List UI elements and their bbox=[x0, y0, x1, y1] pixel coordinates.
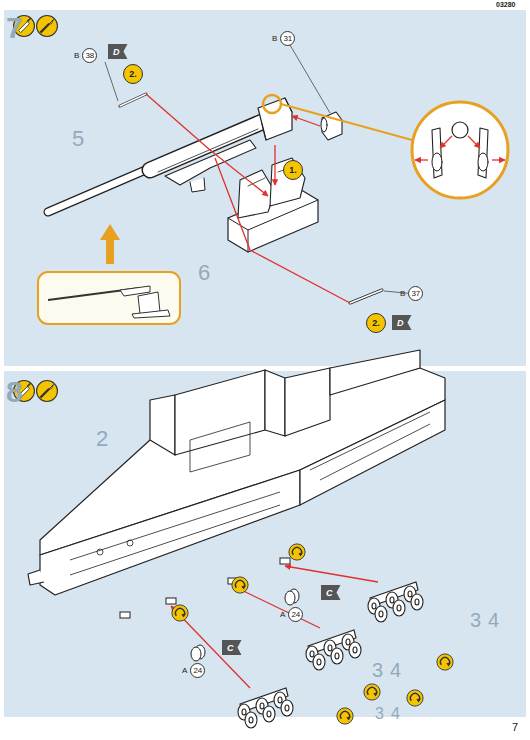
color-flag: C bbox=[222, 640, 242, 655]
callout-number: 38 bbox=[82, 48, 97, 63]
order-number: 2. bbox=[372, 318, 380, 328]
color-flag: D bbox=[392, 315, 412, 330]
sprue-letter: B bbox=[400, 289, 405, 298]
callout-number: 37 bbox=[408, 286, 423, 301]
part-callout: B31 bbox=[272, 31, 295, 46]
color-letter: C bbox=[222, 643, 242, 653]
color-flag: D bbox=[108, 44, 128, 59]
color-letter: D bbox=[392, 318, 412, 328]
background-number: 4 bbox=[488, 610, 499, 630]
order-badge: 2. bbox=[366, 313, 386, 333]
color-letter: D bbox=[108, 47, 128, 57]
background-number: 3 bbox=[372, 660, 383, 680]
part-callout: A24 bbox=[280, 607, 303, 622]
order-badge: 1. bbox=[283, 160, 303, 180]
background-number: 3 bbox=[375, 706, 384, 722]
order-badge: 2. bbox=[123, 64, 143, 84]
sprue-letter: A bbox=[182, 666, 187, 675]
catalog-number: 03280 bbox=[496, 1, 515, 8]
order-number: 2. bbox=[129, 69, 137, 79]
background-number: 2 bbox=[96, 428, 108, 450]
color-flag: C bbox=[321, 585, 341, 600]
step-number: 7 bbox=[6, 13, 23, 43]
callout-number: 24 bbox=[288, 607, 303, 622]
part-callout: B37 bbox=[400, 286, 423, 301]
background-number: 6 bbox=[198, 262, 210, 284]
callout-number: 31 bbox=[280, 31, 295, 46]
color-letter: C bbox=[321, 588, 341, 598]
background-number: 5 bbox=[72, 128, 84, 150]
part-callout: A24 bbox=[182, 663, 205, 678]
part-callout: B38 bbox=[74, 48, 97, 63]
order-number: 1. bbox=[289, 165, 297, 175]
sprue-letter: A bbox=[280, 610, 285, 619]
background-number: 4 bbox=[390, 660, 401, 680]
background-number: 3 bbox=[470, 610, 481, 630]
page-number: 7 bbox=[512, 722, 518, 733]
sprue-letter: B bbox=[272, 34, 277, 43]
background-number: 4 bbox=[391, 706, 400, 722]
sprue-letter: B bbox=[74, 51, 79, 60]
callout-number: 24 bbox=[190, 663, 205, 678]
step-number: 8 bbox=[6, 377, 23, 407]
